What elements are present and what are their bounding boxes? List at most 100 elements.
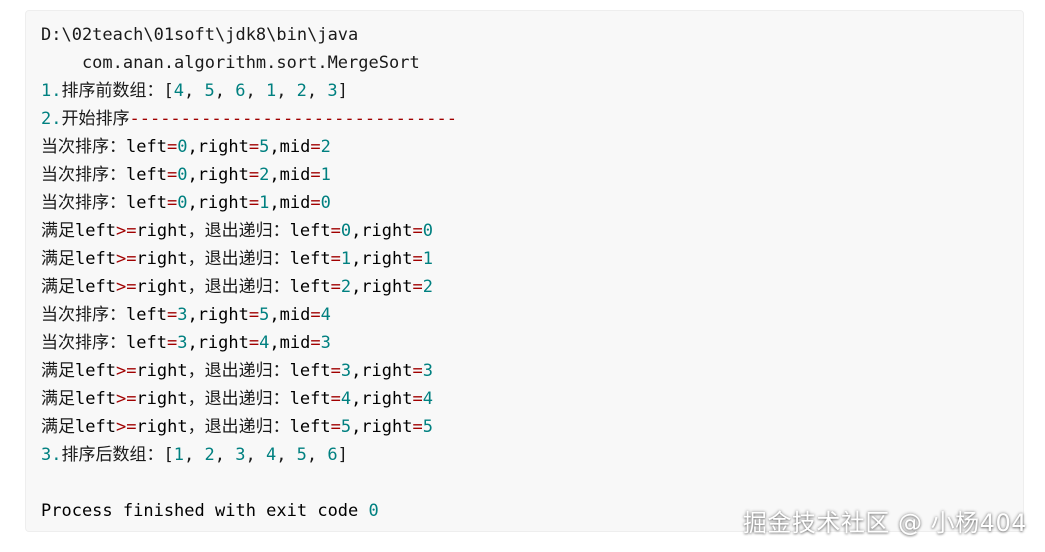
console-token: >= <box>115 389 137 409</box>
console-token: 5 <box>204 81 215 101</box>
console-token: 排序前数组：[ <box>61 81 174 101</box>
console-token: = <box>330 389 341 409</box>
console-token: 2 <box>340 277 352 297</box>
console-token: 4 <box>265 445 277 465</box>
console-token: 5 <box>259 305 270 325</box>
console-token: = <box>330 221 341 241</box>
console-token: = <box>166 193 178 213</box>
console-token: ,right <box>351 221 413 241</box>
console-token: 4 <box>320 305 331 325</box>
console-token: ,right <box>351 417 413 437</box>
console-token: -------------------------------- <box>129 109 457 129</box>
console-line <box>41 469 457 497</box>
console-token: , <box>276 81 297 101</box>
console-token: 满足 <box>41 389 75 409</box>
console-token: , <box>214 445 236 465</box>
console-token: 满足 <box>41 249 75 269</box>
console-token: left <box>126 193 167 213</box>
console-token: right <box>136 249 188 269</box>
console-token: , <box>245 81 266 101</box>
console-token: 2 <box>204 445 215 465</box>
console-token: 满足 <box>41 361 75 381</box>
console-token: 2 <box>422 277 433 297</box>
console-token: 0 <box>320 193 331 213</box>
console-token: 2. <box>41 109 62 129</box>
console-token: 0 <box>368 501 379 521</box>
console-token: , <box>183 81 205 101</box>
console-token: , <box>214 81 236 101</box>
console-token: left <box>126 137 167 157</box>
console-token: = <box>310 333 321 353</box>
console-line: 满足left>=right，退出递归：left=1,right=1 <box>41 245 457 273</box>
console-token: ,right <box>187 305 249 325</box>
console-token: right <box>136 277 188 297</box>
console-token: 4 <box>173 81 184 101</box>
console-token: ，退出递归： <box>187 361 290 381</box>
console-token: , <box>306 445 328 465</box>
console-line: 满足left>=right，退出递归：left=2,right=2 <box>41 273 457 301</box>
console-line: 满足left>=right，退出递归：left=5,right=5 <box>41 413 457 441</box>
console-token: ,right <box>187 333 249 353</box>
console-token: left <box>75 389 116 409</box>
console-token: ，退出递归： <box>187 249 290 269</box>
console-token: 5 <box>340 417 352 437</box>
console-token: = <box>248 305 260 325</box>
console-token: left <box>126 333 167 353</box>
console-token: ，退出递归： <box>187 417 290 437</box>
console-token: = <box>310 165 321 185</box>
console-token: 1 <box>265 81 277 101</box>
console-token: ,mid <box>269 193 311 213</box>
console-token: left <box>75 221 116 241</box>
console-token: = <box>248 193 260 213</box>
console-token: 4 <box>259 333 270 353</box>
console-line: 当次排序：left=3,right=4,mid=3 <box>41 329 457 357</box>
console-token: = <box>248 137 260 157</box>
console-token: left <box>289 361 331 381</box>
console-token: 3 <box>340 361 352 381</box>
console-token: 3 <box>177 305 188 325</box>
console-token: ,right <box>187 137 249 157</box>
console-line: 当次排序：left=0,right=2,mid=1 <box>41 161 457 189</box>
console-token: left <box>289 417 331 437</box>
console-token: = <box>310 193 321 213</box>
console-token: 1 <box>340 249 352 269</box>
console-token: = <box>412 277 423 297</box>
console-token: left <box>75 277 116 297</box>
console-token: 0 <box>177 193 188 213</box>
console-token: D:\02teach\01soft\jdk8\bin\java <box>41 25 359 45</box>
console-token: 6 <box>327 445 338 465</box>
console-token: = <box>248 165 260 185</box>
console-line: 2.开始排序-------------------------------- <box>41 105 457 133</box>
console-token: left <box>289 277 331 297</box>
console-token: = <box>166 165 178 185</box>
watermark: 掘金技术社区 @ 小杨404 <box>742 509 1027 537</box>
console-line: 当次排序：left=0,right=1,mid=0 <box>41 189 457 217</box>
console-token: ] <box>337 81 348 101</box>
console-token: ,mid <box>269 137 311 157</box>
console-token: = <box>412 221 423 241</box>
console-token: 5 <box>422 417 433 437</box>
console-token: ,mid <box>269 165 311 185</box>
console-token: left <box>289 389 331 409</box>
console-token: 4 <box>422 389 433 409</box>
console-token: ,mid <box>269 333 311 353</box>
console-token: , <box>183 445 205 465</box>
console-token: 1 <box>320 165 331 185</box>
console-token: = <box>330 417 341 437</box>
console-token: 3 <box>422 361 433 381</box>
console-token: left <box>289 249 331 269</box>
console-token: 2 <box>259 165 270 185</box>
console-line: 满足left>=right，退出递归：left=0,right=0 <box>41 217 457 245</box>
console-token: , <box>306 81 328 101</box>
console-token: = <box>412 249 423 269</box>
console-token: 当次排序： <box>41 193 126 213</box>
console-token: 3 <box>235 445 246 465</box>
console-token: ，退出递归： <box>187 389 290 409</box>
console-token: 5 <box>296 445 307 465</box>
console-token: = <box>166 333 178 353</box>
console-token: 当次排序： <box>41 305 126 325</box>
console-token: = <box>412 361 423 381</box>
console-line: 1.排序前数组：[4, 5, 6, 1, 2, 3] <box>41 77 457 105</box>
console-token: left <box>126 305 167 325</box>
console-token: 1 <box>259 193 270 213</box>
